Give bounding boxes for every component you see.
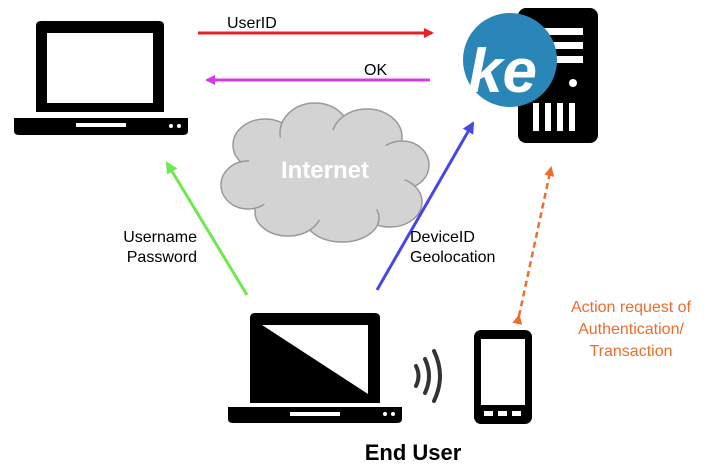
userid-label: UserID (227, 15, 277, 32)
userid-arrow: UserID (198, 15, 434, 38)
action-label-line3: Transaction (590, 343, 673, 360)
credentials-arrow: Username Password (123, 161, 249, 296)
ok-label: OK (364, 62, 387, 79)
action-label-line1: Action request of (571, 299, 692, 316)
password-label: Password (127, 249, 197, 266)
end-user-laptop-icon (228, 313, 402, 423)
ke-logo-icon: ke (463, 13, 557, 107)
device-arrow: DeviceID Geolocation (375, 121, 495, 291)
top-laptop-icon (14, 21, 188, 135)
geolocation-label: Geolocation (410, 249, 495, 266)
end-user-label: End User (365, 440, 462, 465)
deviceid-label: DeviceID (410, 229, 475, 246)
logo-text: ke (468, 37, 537, 106)
username-label: Username (123, 229, 197, 246)
ok-arrow: OK (205, 62, 430, 85)
action-request-arrow: Action request of Authentication/ Transa… (512, 166, 692, 360)
action-label-line2: Authentication/ (578, 321, 684, 338)
smartphone-icon (474, 330, 532, 424)
wireless-signal-icon (414, 349, 442, 403)
internet-label: Internet (281, 157, 369, 184)
internet-cloud-icon: Internet (220, 102, 430, 243)
